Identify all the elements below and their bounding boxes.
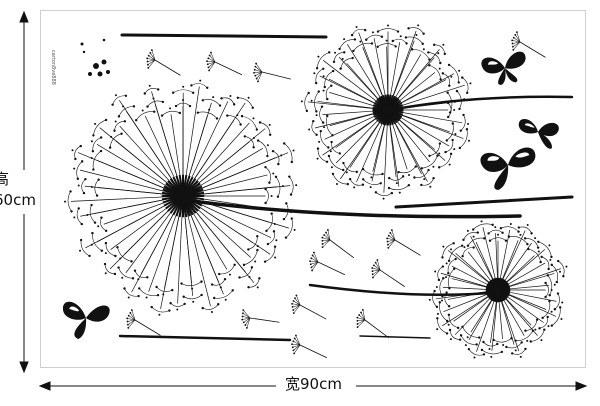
butterfly-icon [480,147,536,190]
small-flower-cluster [80,38,110,77]
floating-seed [321,229,355,259]
product-code-text: carton8ve888 [50,50,56,85]
height-dimension-arrow [19,10,29,374]
floating-seed [146,49,181,76]
width-dimension-arrow [38,381,588,391]
floating-seed [253,62,291,83]
butterfly-icon [518,119,559,149]
height-label: 高 60cm [0,172,40,214]
floating-seed [126,309,161,336]
floating-seed [241,309,280,329]
floating-seeds [126,31,546,359]
floating-seed [386,229,421,256]
butterfly-icon [481,51,526,85]
floating-seed [371,259,405,287]
floating-seed [206,51,243,76]
floating-seed [291,334,328,359]
height-label-char: 高 [0,170,10,188]
height-label-value: 60cm [0,191,36,209]
floating-seed [291,294,327,320]
width-label: 宽90cm [281,377,346,392]
floating-seed [511,31,546,58]
floating-seed [356,309,390,339]
dandelion-group [64,24,568,359]
dandelion-bottom-right [428,220,568,359]
floating-seed [309,251,346,276]
dandelion-top-right [300,24,472,200]
butterfly-icon [63,301,110,339]
dandelion-large-left [64,79,298,316]
